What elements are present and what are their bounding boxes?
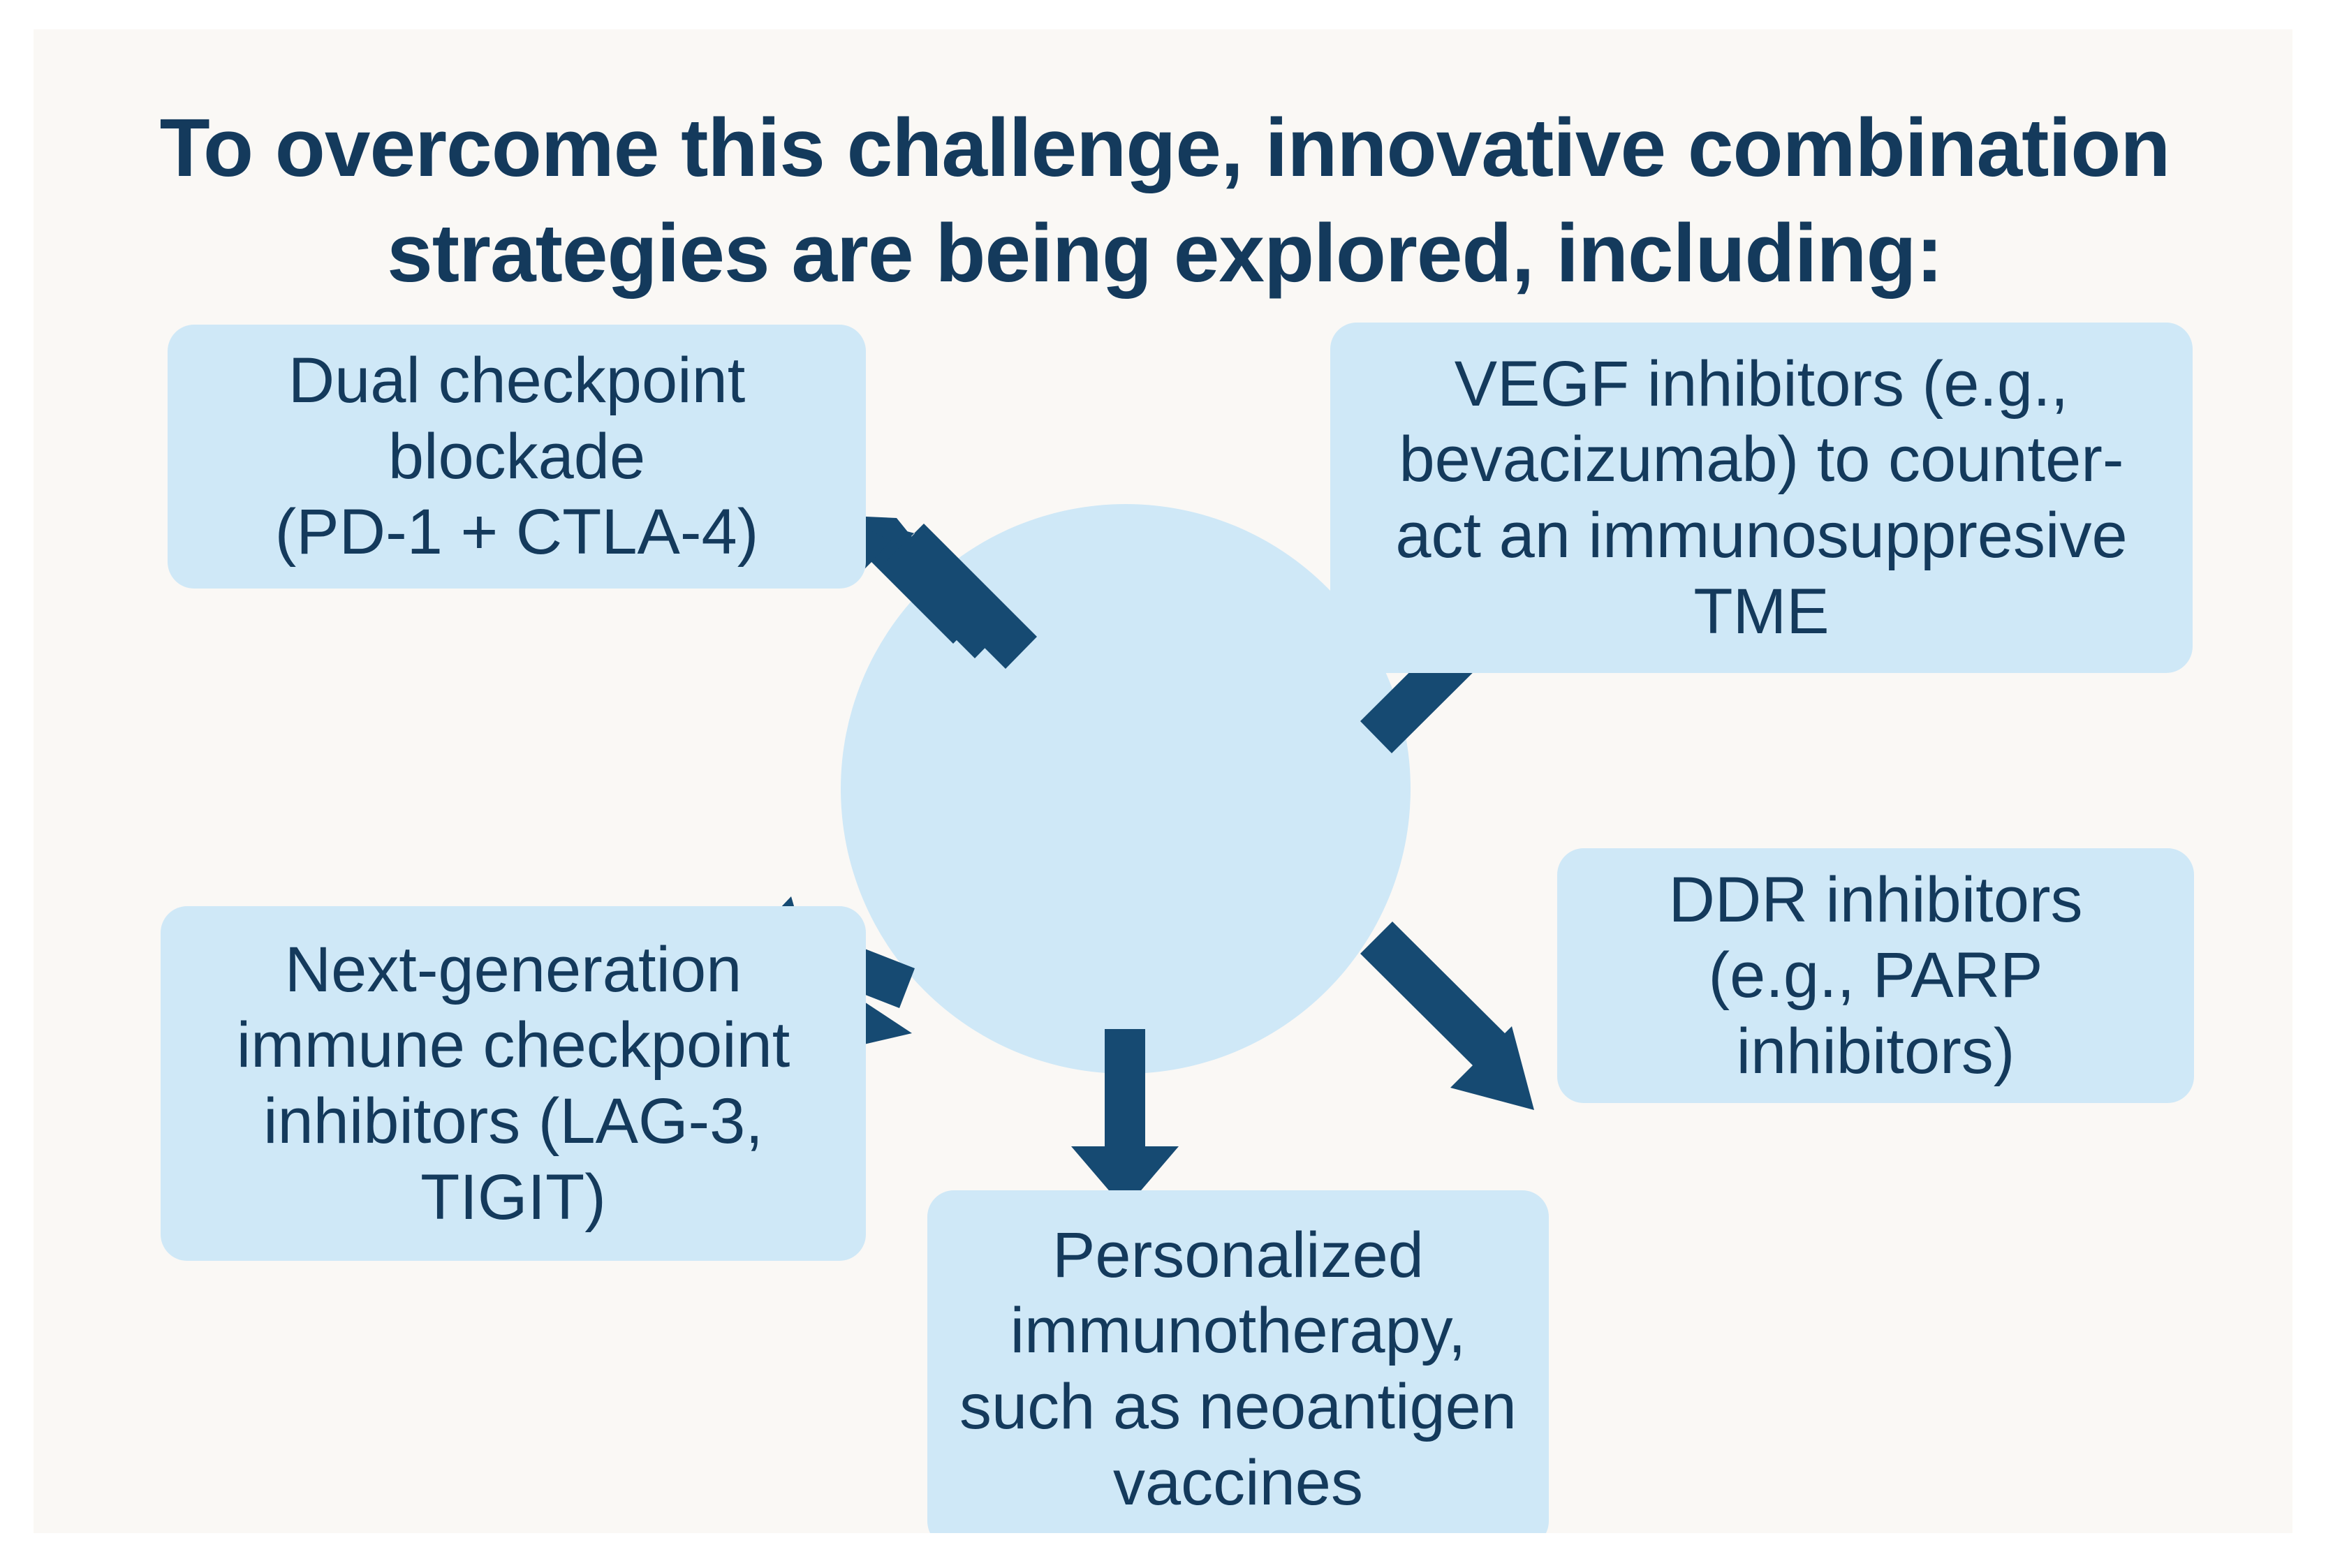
page-title: To overcome this challenge, innovative c… — [159, 102, 2171, 300]
node-dual-checkpoint-blockade[interactable]: Dual checkpoint blockade (PD-1 + CTLA-4) — [168, 325, 866, 589]
node-ddr-inhibitors[interactable]: DDR inhibitors (e.g., PARP inhibitors) — [1557, 848, 2194, 1103]
diagram-stage: To overcome this challenge, innovative c… — [34, 29, 2292, 1533]
node-personalized-immunotherapy[interactable]: Personalized immunotherapy, such as neoa… — [927, 1190, 1549, 1533]
central-hub-circle — [841, 504, 1411, 1074]
node-next-generation-checkpoint-inhibitors[interactable]: Next-generation immune checkpoint inhibi… — [161, 906, 866, 1261]
node-vegf-inhibitors[interactable]: VEGF inhibitors (e.g., bevacizumab) to c… — [1330, 323, 2193, 673]
arrow-to-ddr-inhibitors — [1360, 922, 1534, 1110]
